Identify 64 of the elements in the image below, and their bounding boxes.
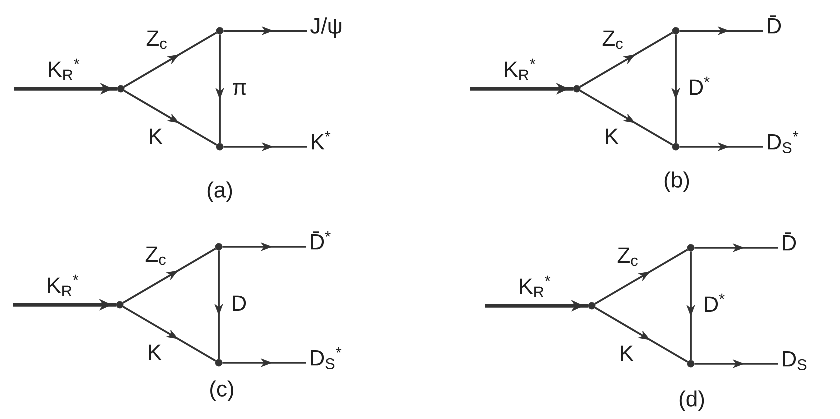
propagator-line [122,306,216,362]
propagator-line [124,90,218,146]
propagator-line [580,90,674,146]
vertex-dot [687,360,695,368]
propagator-line [222,358,306,368]
propagator-line [14,83,118,95]
edge-label: D [233,296,246,311]
propagator-line [680,142,763,152]
propagator-line [580,32,674,88]
edge-label: K [621,346,634,361]
propagator-line [485,300,588,312]
propagator-line [214,250,224,360]
particle-label: K$^{*}$ [312,132,331,150]
edge-label: Z$_{c}$ [146,246,166,266]
propagator-line [686,252,696,360]
vertex-dot [215,243,223,251]
edge-label: K$_{R}$* [505,58,536,80]
propagator-line [224,26,307,36]
propagator-line [694,360,778,368]
vertex-dot [116,301,124,309]
panel-label: (b) [664,172,690,192]
panel-label: (a) [208,182,232,202]
propagator-line [594,307,688,363]
edge-label: Z$_{c}$ [602,30,623,50]
propagator-line [694,244,778,252]
vertex-dot [117,85,125,93]
edge-label: K$_{R}$* [520,276,551,298]
panel-label: (c) [210,380,234,402]
edge-label: D$^{*}$ [690,76,710,95]
vertex-dot [588,302,596,310]
vertex-dot [216,27,224,35]
particle-label: D$_{S}$ [783,352,807,370]
edge-label: K [606,128,619,144]
propagator-line [594,249,688,305]
vertex-dot [216,143,224,151]
propagator-line [680,26,763,36]
vertex-dot [215,359,223,367]
propagator-line [13,299,116,311]
particle-label: D̄$^{*}$ [311,232,331,250]
propagator-line [222,242,306,252]
propagator-line [124,32,218,88]
edge-label: K [150,128,163,144]
propagator-line [672,34,680,144]
propagator-line [216,34,224,144]
propagator-line [122,248,216,304]
propagator-line [224,142,307,152]
particle-label: D̄ [768,16,782,34]
vertex-dot [672,27,680,35]
vertex-dot [687,244,695,252]
particle-label: D$_{S}$* [311,348,342,370]
vertex-dot [573,85,581,93]
panel-label: (d) [680,390,704,412]
edge-label: K$_{R}$* [49,58,80,80]
edge-label: π [233,83,246,96]
edge-label: Z$_{c}$ [618,248,638,266]
propagator-line [470,83,574,95]
particle-label: D$_{S}$* [768,132,799,154]
edge-label: K [149,344,162,360]
particle-label: J/ψ [310,18,342,38]
edge-label: D$^{*}$ [705,294,725,312]
edge-label: Z$_{c}$ [146,30,167,50]
particle-label: D̄ [783,232,796,251]
vertex-dot [672,143,680,151]
edge-label: K$_{R}$* [48,274,79,296]
